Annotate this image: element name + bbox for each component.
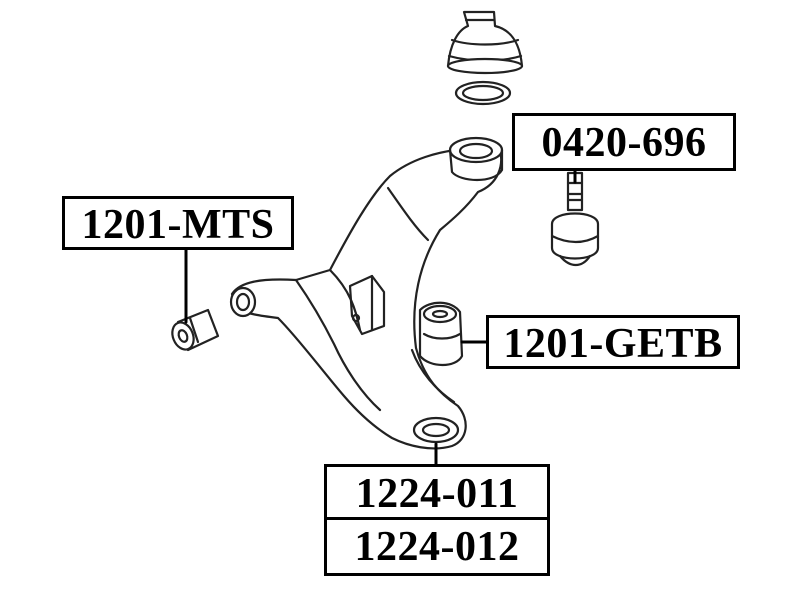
part-number-arm-right: 1224-012 bbox=[324, 520, 550, 576]
part-number-rear-bushing: 1201-MTS bbox=[62, 196, 294, 250]
rear-bushing bbox=[171, 308, 220, 352]
control-arm bbox=[229, 136, 504, 450]
front-bushing bbox=[418, 301, 464, 367]
part-number-arm-left: 1224-011 bbox=[324, 464, 550, 520]
leader-lines bbox=[184, 169, 577, 466]
snap-ring bbox=[454, 80, 512, 106]
part-number-ball-joint: 0420-696 bbox=[512, 113, 736, 171]
part-number-front-bushing: 1201-GETB bbox=[486, 315, 740, 369]
dust-boot bbox=[446, 10, 524, 75]
ball-joint bbox=[550, 171, 600, 267]
